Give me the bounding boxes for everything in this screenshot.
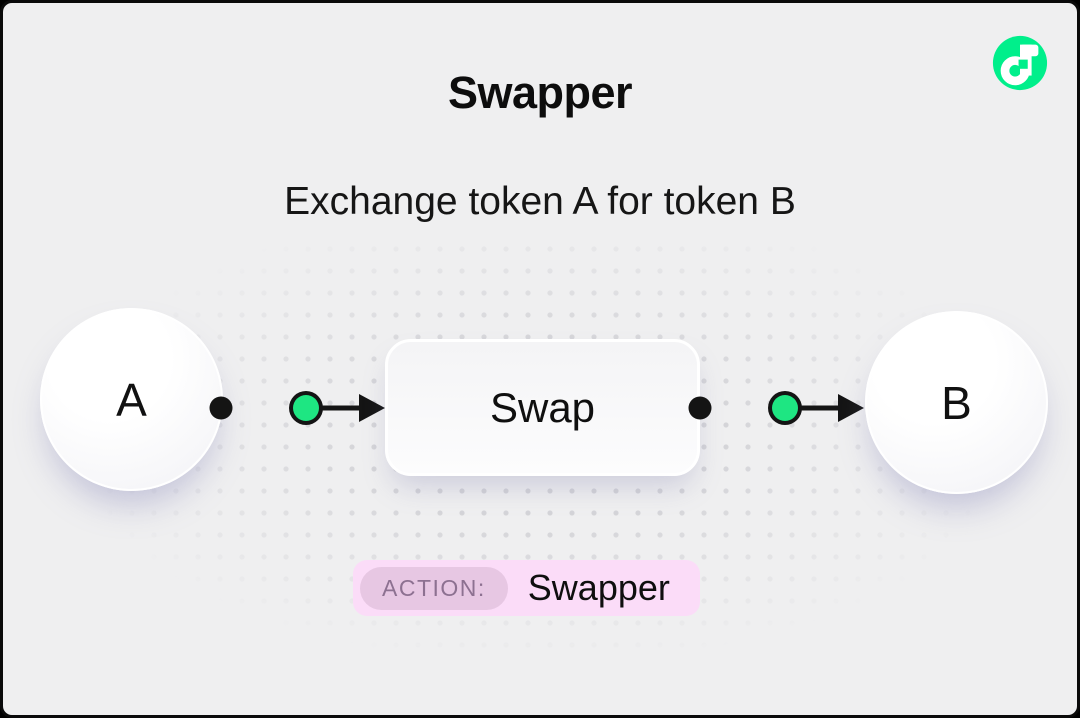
token-a-node: A xyxy=(40,308,223,491)
action-badge: ACTION: Swapper xyxy=(353,560,700,616)
arrowhead-icon xyxy=(359,394,385,422)
flow-logo-svg xyxy=(992,35,1048,91)
page-title: Swapper xyxy=(447,67,633,118)
token-b-label: B xyxy=(941,376,972,429)
connector-start-dot xyxy=(209,396,233,420)
page-subtitle: Exchange token A for token B xyxy=(284,180,796,223)
action-badge-value: Swapper xyxy=(527,567,670,608)
connector-port-dot xyxy=(293,395,319,421)
connector-start-dot xyxy=(688,396,712,420)
swap-node: Swap xyxy=(385,339,700,476)
arrowhead-icon xyxy=(838,394,864,422)
token-b-node: B xyxy=(865,311,1048,494)
connector-arrow-swap-to-b xyxy=(688,391,864,425)
action-badge-prefix-pill: ACTION: xyxy=(360,566,508,610)
flow-logo-icon xyxy=(991,34,1049,92)
connector-arrow-a-to-swap xyxy=(209,391,385,425)
connector-port-dot xyxy=(772,395,798,421)
token-a-label: A xyxy=(116,373,147,426)
swap-node-label: Swap xyxy=(489,383,596,431)
